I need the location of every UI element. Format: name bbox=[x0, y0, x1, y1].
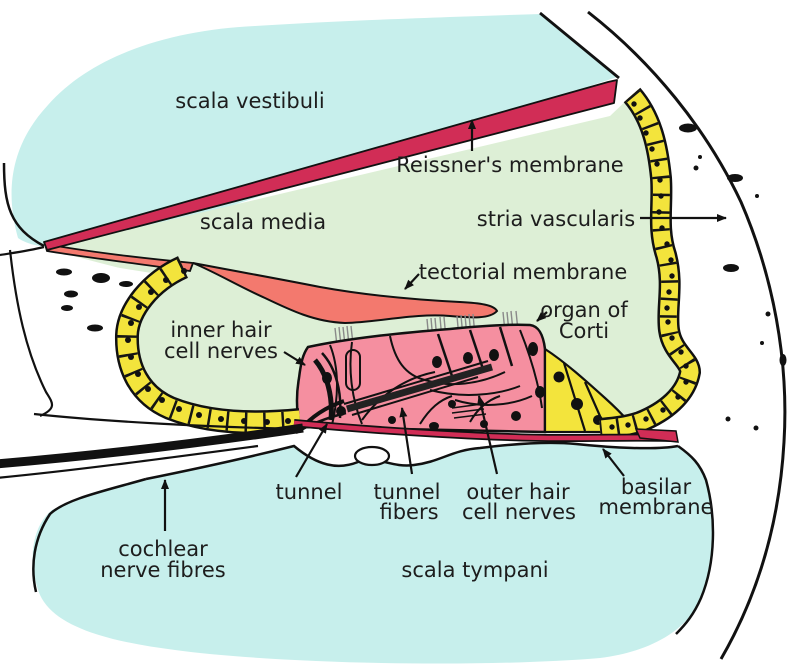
spiral-limbus bbox=[43, 242, 195, 272]
bone-dots-left bbox=[56, 268, 133, 332]
bone-edges bbox=[0, 10, 787, 660]
bone-region-left bbox=[18, 252, 300, 446]
label-tunnel-fibers-line1: tunnel bbox=[374, 480, 441, 504]
label-cochlear-nerve-fibres-line1: cochlear bbox=[118, 537, 208, 561]
label-reissners-membrane: Reissner's membrane bbox=[396, 153, 623, 177]
basilar-membrane-arrow bbox=[602, 448, 625, 477]
label-scala-media: scala media bbox=[200, 210, 326, 234]
scala-media-region bbox=[47, 95, 686, 430]
label-outer-hair-cell-nerves-line1: outer hair bbox=[466, 480, 570, 504]
organ-of-corti-arrow bbox=[536, 311, 548, 322]
labels: scala vestibuli Reissner's membrane scal… bbox=[100, 89, 713, 582]
scala-vestibuli-region bbox=[11, 14, 618, 248]
tunnel-fibers-band bbox=[343, 360, 493, 416]
label-cochlear-nerve-fibres-line2: nerve fibres bbox=[100, 558, 225, 582]
annotation-arrows bbox=[161, 119, 727, 531]
basilar-membrane bbox=[293, 419, 679, 443]
outer-bone-wall bbox=[587, 10, 787, 660]
scala-tympani-region bbox=[32, 442, 713, 664]
label-scala-vestibuli: scala vestibuli bbox=[175, 89, 324, 113]
bone-dots-right bbox=[679, 123, 787, 431]
label-tunnel: tunnel bbox=[276, 480, 343, 504]
label-stria-vascularis: stria vascularis bbox=[477, 207, 635, 231]
label-basilar-membrane-line1: basilar bbox=[621, 475, 692, 499]
label-outer-hair-cell-nerves-line2: cell nerves bbox=[462, 500, 576, 524]
outer-hair-cell-nerves-arrow bbox=[477, 395, 499, 475]
tunnel-arrow bbox=[295, 423, 328, 478]
label-inner-hair-cell-nerves-line2: cell nerves bbox=[164, 339, 278, 363]
tectorial-membrane-arrow bbox=[404, 273, 420, 290]
habenula-opening bbox=[353, 445, 391, 467]
label-organ-of-corti-line2: Corti bbox=[559, 319, 609, 343]
inner-hair-cell-nerves-arrow bbox=[283, 351, 306, 366]
label-tunnel-fibers-line2: fibers bbox=[379, 500, 438, 524]
label-scala-tympani: scala tympani bbox=[401, 558, 548, 582]
label-organ-of-corti-line1: organ of bbox=[540, 298, 628, 322]
label-basilar-membrane-line2: membrane bbox=[599, 495, 714, 519]
tectorial-membrane bbox=[192, 262, 499, 325]
label-tectorial-membrane: tectorial membrane bbox=[419, 260, 628, 284]
stria-vascularis-band bbox=[598, 87, 702, 440]
hensen-cells bbox=[543, 346, 639, 434]
scala-tympani-outline bbox=[32, 441, 715, 635]
organ-cell-nuclei bbox=[322, 342, 545, 430]
label-inner-hair-cell-nerves-line1: inner hair bbox=[170, 318, 272, 342]
cochlear-nerve-bundle bbox=[0, 412, 304, 479]
tunnel-fibers-arrow bbox=[399, 407, 414, 475]
epithelial-cell-band-left bbox=[114, 256, 302, 435]
